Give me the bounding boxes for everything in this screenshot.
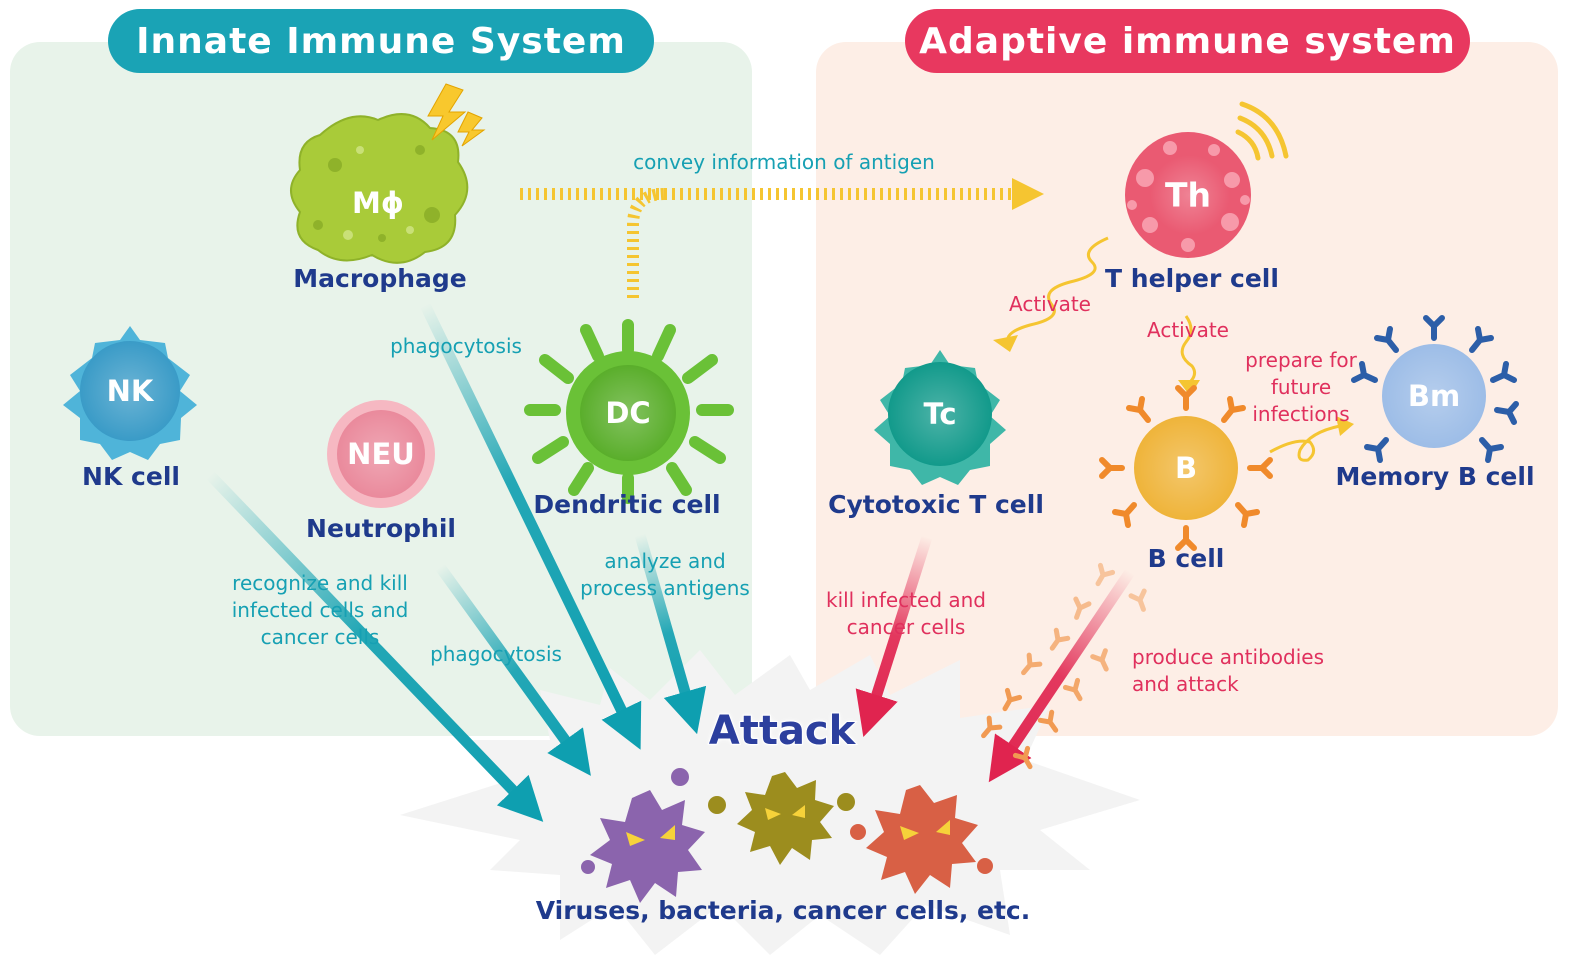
nk-code: NK <box>106 374 154 408</box>
lightning-icon <box>427 83 486 147</box>
red-pathogen <box>866 785 978 894</box>
adaptive-title: Adaptive immune system <box>905 9 1470 73</box>
innate-title: Innate Immune System <box>108 9 654 73</box>
nk-attack-arrow <box>206 471 544 822</box>
convey-note: convey information of antigen <box>633 150 935 174</box>
macrophage-attack-arrow <box>420 302 642 750</box>
dendritic-attack-arrow <box>634 533 707 735</box>
nk-label: NK cell <box>82 462 180 491</box>
nk-cell <box>63 326 197 460</box>
b-action-note: produce antibodies and attack <box>1132 645 1324 696</box>
pathogens-label: Viruses, bacteria, cancer cells, etc. <box>535 896 1031 925</box>
memory-b-code: Bm <box>1407 379 1461 413</box>
prepare-note: prepare for future infections <box>1245 348 1357 426</box>
neutrophil-cell <box>327 400 435 508</box>
attack-label: Attack <box>708 707 857 755</box>
memory-b-label: Memory B cell <box>1335 462 1535 491</box>
cytotoxic-code: Tc <box>923 397 957 431</box>
neutrophil-label: Neutrophil <box>306 514 456 543</box>
neutrophil-attack-arrow <box>435 563 591 776</box>
dendritic-action-note: analyze and process antigens <box>580 549 750 600</box>
cytotoxic-t-cell <box>874 350 1006 485</box>
prepare-arrow <box>1269 416 1354 462</box>
purple-pathogen <box>590 790 705 903</box>
activate-tc-arrow <box>993 236 1109 352</box>
b-cell <box>1099 385 1273 551</box>
macrophage-cell <box>290 113 469 264</box>
nk-action-note: recognize and kill infected cells and ca… <box>231 571 409 649</box>
macrophage-label: Macrophage <box>293 264 467 293</box>
antibodies <box>981 562 1147 770</box>
bcell-label: B cell <box>1147 544 1225 573</box>
activate-b-arrow <box>1178 315 1200 396</box>
tc-attack-arrow <box>855 535 933 737</box>
neutrophil-code: NEU <box>347 437 415 471</box>
cytotoxic-label: Cytotoxic T cell <box>828 490 1044 519</box>
signal-waves-icon <box>1235 101 1289 161</box>
pathogen-particles <box>581 768 993 874</box>
t-helper-cell <box>1125 132 1251 258</box>
dendritic-label: Dendritic cell <box>533 490 721 519</box>
helper-label: T helper cell <box>1105 264 1279 293</box>
dendritic-cell <box>524 319 734 504</box>
macrophage-code: Mϕ <box>352 186 404 220</box>
memory-b-cell <box>1351 315 1519 463</box>
innate-panel <box>10 42 752 736</box>
helper-code: Th <box>1164 175 1212 215</box>
dendritic-code: DC <box>605 396 651 430</box>
activate-tc-note: Activate <box>1009 292 1091 316</box>
convey-arrow <box>520 178 1044 298</box>
macrophage-action-note: phagocytosis <box>390 334 522 358</box>
olive-pathogen <box>737 772 834 865</box>
b-attack-arrow <box>988 568 1135 783</box>
activate-b-note: Activate <box>1147 318 1229 342</box>
neutrophil-action-note: phagocytosis <box>430 642 562 666</box>
tc-action-note: kill infected and cancer cells <box>825 588 986 639</box>
bcell-code: B <box>1174 451 1198 485</box>
